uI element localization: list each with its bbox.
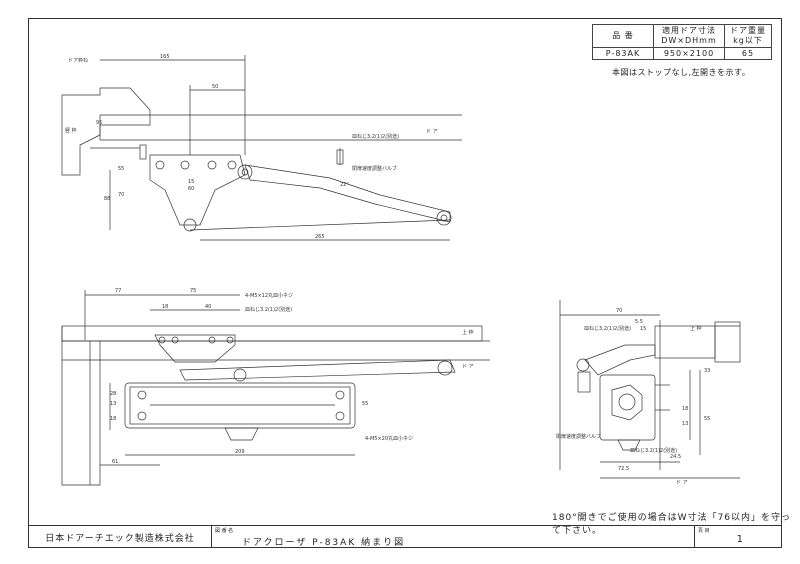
dim-top-88: 88 [104,196,110,202]
dim-front-18: 18 [162,304,168,310]
side-lintel [654,325,716,359]
dim-side-15: 15 [640,326,646,332]
arm-end-circle [436,210,452,226]
dim-top-60: 60 [188,186,194,192]
label-front-screw2: 皿ねじ3.2(1)2(別途) [245,306,292,313]
label-door-stop: ドア枠ね [68,57,88,64]
dim-top-95: 95 [96,120,102,126]
dim-side-5-5: 5.5 [635,319,643,325]
spec-header-size: 適用ドア寸法 DW×DHmm [653,24,725,48]
note-bottom: 180°開きでご使用の場合はW寸法「76以内」を守って下さい。 [552,513,792,536]
label-frame: 竪 枠 [65,127,77,134]
front-view [61,290,490,486]
title-page-number: 1 [736,534,743,545]
label-screw-top: 皿ねじ3.2(1)2(別途) [352,133,399,140]
pivot-circle [183,218,197,232]
label-side-valve: 閉扉速度調整バルブ [556,433,601,440]
dim-top-15: 15 [188,179,194,185]
spec-header-weight-line2: kg以下 [733,36,763,45]
top-bracket [149,154,246,226]
side-arm [584,344,656,376]
dim-top-165: 165 [160,54,170,60]
dim-side-13: 13 [682,421,688,427]
title-name-caption: 図 番 名 [215,528,234,534]
label-front-screw-bottom: 4-M5×20丸皿小ネジ [365,435,413,442]
label-front-lintel: 上 枠 [462,329,474,336]
dim-side-24-5: 24.5 [670,454,681,460]
side-hex [611,384,643,421]
label-door-top: ド ア [426,129,438,135]
spec-size: 950×2100 [653,47,725,60]
dim-front-28: 28 [110,391,116,397]
dim-front-55: 55 [362,401,368,407]
dim-top-70: 70 [118,192,124,198]
dim-front-13: 13 [110,401,116,407]
wall-profile [61,326,101,486]
spec-weight: 65 [724,47,772,60]
dim-side-18: 18 [682,406,688,412]
spec-header-size-line2: DW×DHmm [661,36,717,45]
dim-front-18b: 18 [110,416,116,422]
spec-table: 品 番 適用ドア寸法 DW×DHmm ドア重量 kg以下 P-83AK 950×… [592,24,772,60]
drawing-frame [28,18,782,548]
dim-front-75: 75 [190,288,196,294]
dim-front-61: 61 [112,459,118,465]
lintel-rect [61,325,483,342]
dim-front-77: 77 [115,288,121,294]
dim-top-50: 50 [212,84,218,90]
spec-header-size-line1: 適用ドア寸法 [662,26,716,35]
title-page-cell: 頁 目 1 [695,526,781,548]
title-name-cell: 図 番 名 ドアクローザ P-83AK 納まり図 [212,526,695,548]
dim-top-265: 265 [315,234,325,240]
top-arm [244,164,451,223]
spec-header-weight-line1: ドア重量 [730,26,766,35]
side-body [599,374,656,441]
label-side-screw-bottom: 皿ねじ3.2(1)2(別途) [630,447,677,454]
label-valve-top: 閉扉速度調整バルブ [352,165,397,172]
dim-side-72-5: 72.5 [618,466,629,472]
label-front-screw: 4-M5×12丸皿小ネジ [245,292,293,299]
note-top: 本図はストップなし,左開きを示す。 [612,68,751,77]
dim-side-33: 33 [704,368,710,374]
title-page-caption: 頁 目 [698,528,710,534]
label-side-screw: 皿ねじ3.2(1)2(別途) [584,325,631,332]
dim-top-55: 55 [118,166,124,172]
side-view [559,300,741,479]
front-bracket [154,334,236,363]
top-view [61,55,462,241]
dim-side-55: 55 [704,416,710,422]
label-side-door: ド ア [676,480,688,486]
closer-body [124,382,356,429]
label-valve-angle: 22° [340,182,349,188]
dim-side-70: 70 [616,308,622,314]
title-block: 日本ドアーチエック製造株式会社 図 番 名 ドアクローザ P-83AK 納まり図… [29,525,781,548]
dim-front-209: 209 [235,449,245,455]
dim-front-40: 40 [205,304,211,310]
spec-header-weight: ドア重量 kg以下 [724,24,772,48]
title-drawing-name: ドアクローザ P-83AK 納まり図 [242,538,406,548]
front-arm [179,359,456,381]
label-side-lintel: 上 枠 [690,325,702,332]
title-company: 日本ドアーチエック製造株式会社 [29,526,212,548]
label-front-door: ド ア [462,364,474,370]
